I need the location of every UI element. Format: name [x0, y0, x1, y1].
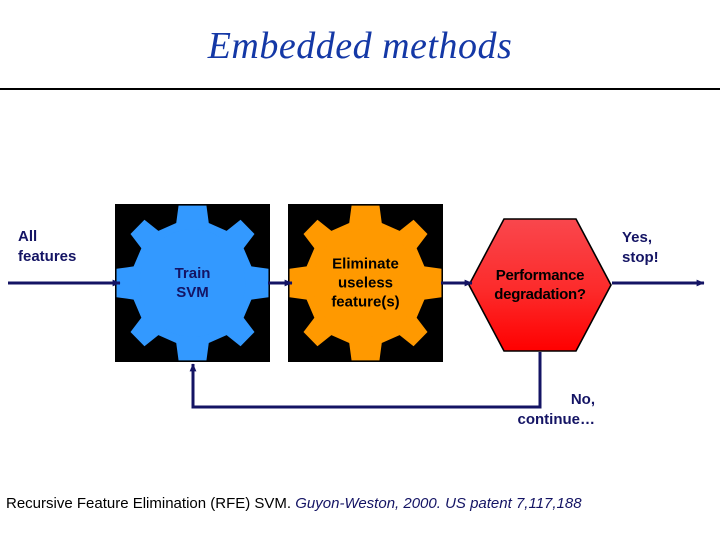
node-performance-decision[interactable]: Performance degradation? — [468, 218, 612, 352]
node-eliminate-features[interactable]: Eliminate useless feature(s) — [288, 204, 443, 362]
node-train-svm[interactable]: Train SVM — [115, 204, 270, 362]
page-title: Embedded methods — [207, 25, 513, 67]
footer-citation: Recursive Feature Elimination (RFE) SVM.… — [6, 494, 716, 514]
edge-label-all-features: All features — [18, 228, 77, 265]
gear-graphic-orange — [288, 204, 443, 362]
footer-reference: Guyon-Weston, 2000. US patent 7,117,188 — [295, 495, 582, 512]
title-divider — [0, 88, 720, 90]
edge-label-yes-stop: Yes, stop! — [622, 229, 659, 266]
node-label-performance-decision: Performance degradation? — [494, 267, 586, 303]
gear-graphic-blue — [115, 204, 270, 362]
footer-method-name: Recursive Feature Elimination (RFE) SVM. — [6, 495, 292, 512]
edge-label-no-continue: No, continue… — [517, 391, 596, 428]
